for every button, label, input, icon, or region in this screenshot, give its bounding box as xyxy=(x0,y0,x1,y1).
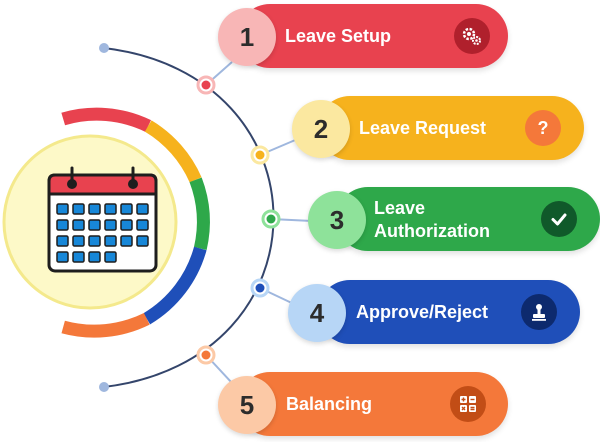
check-icon xyxy=(541,201,577,237)
step-2-pill: Leave Request ? xyxy=(318,96,584,160)
step-5-label: Balancing xyxy=(286,394,373,414)
step-4-label: Approve/Reject xyxy=(356,302,489,322)
step-5-badge: 5 xyxy=(218,376,276,434)
step-4-pill: Approve/Reject xyxy=(318,280,580,344)
step-5-pill: Balancing xyxy=(238,372,508,436)
step-4-badge: 4 xyxy=(288,284,346,342)
arc-dot-4 xyxy=(250,278,270,298)
arc-start-dot xyxy=(99,43,109,53)
step-3-pill: Leave Authorization xyxy=(336,187,600,251)
step-1-badge: 1 xyxy=(218,8,276,66)
svg-text:?: ? xyxy=(538,118,549,138)
step-2-label: Leave Request xyxy=(359,118,487,138)
calculator-icon xyxy=(450,386,486,422)
arc-dot-5 xyxy=(196,345,216,365)
question-icon: ? xyxy=(525,110,561,146)
arc-dot-1 xyxy=(196,75,216,95)
stamp-icon xyxy=(521,294,557,330)
step-1-label: Leave Setup xyxy=(285,26,392,46)
step-3-badge: 3 xyxy=(308,191,366,249)
step-3-label-line-2: Authorization xyxy=(374,221,490,241)
gears-icon xyxy=(454,18,490,54)
color-ring xyxy=(61,107,210,338)
arc-end-dot xyxy=(99,382,109,392)
arc-dot-3 xyxy=(261,209,281,229)
arc-dot-2 xyxy=(250,145,270,165)
step-3-label-line-1: Leave xyxy=(374,198,426,218)
calendar-icon xyxy=(47,166,158,273)
step-2-badge: 2 xyxy=(292,100,350,158)
step-1-pill: Leave Setup xyxy=(238,4,508,68)
